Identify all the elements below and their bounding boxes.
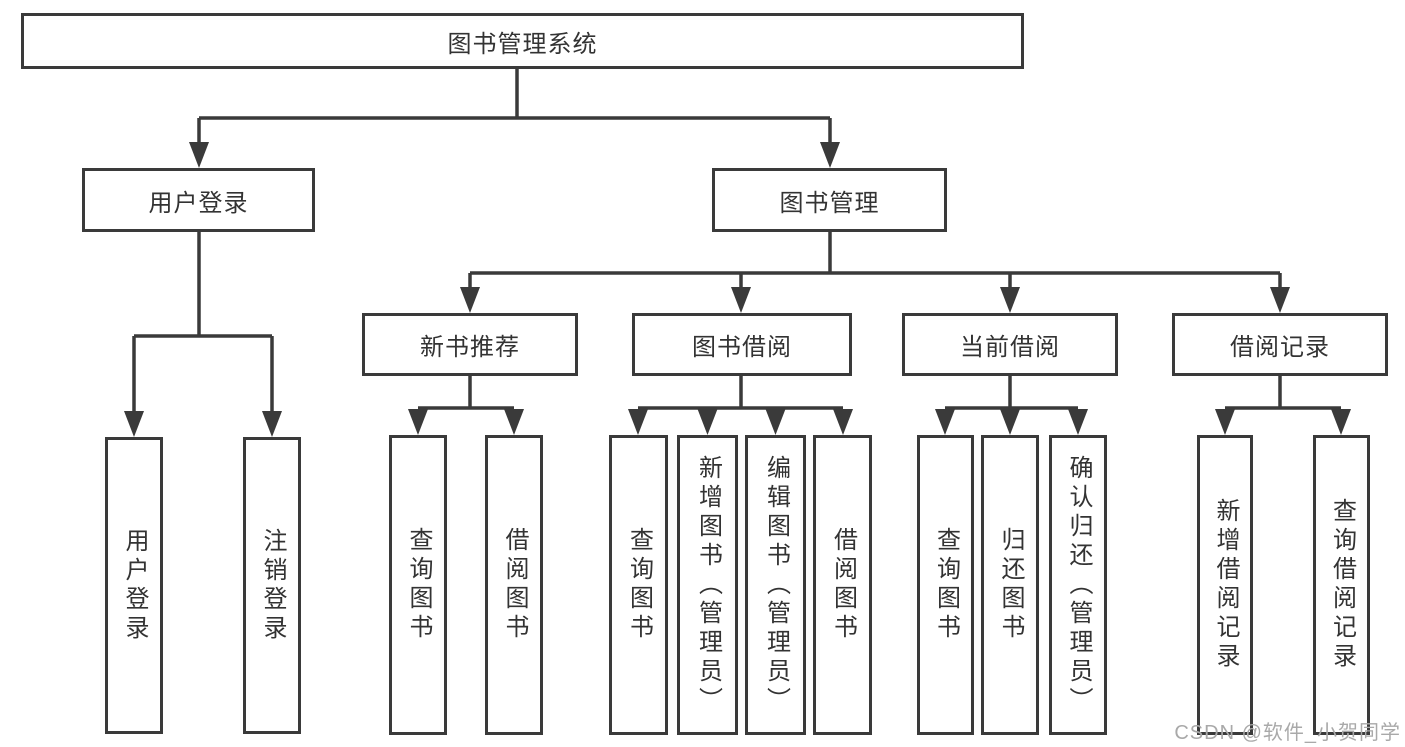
leaf-query-borrow-record: 查询借阅记录	[1313, 435, 1370, 735]
leaf-user-login-label: 用户登录	[121, 527, 148, 644]
leaf-borrow-books-recommend: 借阅图书	[485, 435, 543, 735]
leaf-borrow-books-label: 借阅图书	[829, 527, 857, 643]
leaf-logout-label: 注销登录	[259, 527, 286, 644]
connector-newbooks-to-leaves	[408, 376, 524, 435]
leaf-query-books-current: 查询图书	[917, 435, 974, 735]
leaf-borrow-books-recommend-label: 借阅图书	[501, 527, 528, 643]
leaf-query-books-recommend: 查询图书	[389, 435, 447, 735]
leaf-confirm-return-admin: 确认归还（管理员）	[1049, 435, 1107, 735]
leaf-edit-books-admin: 编辑图书（管理员）	[745, 435, 806, 735]
leaf-add-books-admin: 新增图书（管理员）	[677, 435, 738, 735]
connector-currentborrow-to-leaves	[935, 376, 1088, 435]
node-borrow-records: 借阅记录	[1172, 313, 1388, 376]
node-new-book-recommend-label: 新书推荐	[420, 334, 520, 361]
connector-bookborrow-to-leaves	[628, 376, 853, 435]
node-book-management-label: 图书管理	[779, 189, 880, 217]
node-current-borrow-label: 当前借阅	[960, 334, 1060, 361]
connector-root-to-level2	[189, 69, 840, 168]
watermark: CSDN @软件_小贺同学	[1174, 722, 1401, 744]
leaf-borrow-books: 借阅图书	[813, 435, 872, 735]
leaf-query-books-current-label: 查询图书	[932, 527, 960, 643]
leaf-query-books-borrow-label: 查询图书	[625, 527, 653, 643]
leaf-edit-books-admin-label: 编辑图书（管理员）	[762, 454, 790, 716]
node-root-label: 图书管理系统	[447, 30, 598, 58]
leaf-add-books-admin-label: 新增图书（管理员）	[694, 454, 722, 716]
node-book-borrow: 图书借阅	[632, 313, 852, 376]
node-user-login-label: 用户登录	[148, 189, 249, 217]
leaf-user-login: 用户登录	[105, 437, 163, 734]
node-root: 图书管理系统	[21, 13, 1024, 69]
connector-bookmgmt-to-level3	[460, 232, 1290, 313]
leaf-logout: 注销登录	[243, 437, 301, 734]
leaf-query-borrow-record-label: 查询借阅记录	[1328, 498, 1356, 672]
leaf-query-books-borrow: 查询图书	[609, 435, 668, 735]
node-book-borrow-label: 图书借阅	[692, 334, 792, 361]
leaf-return-books: 归还图书	[981, 435, 1039, 735]
leaf-add-borrow-record-label: 新增借阅记录	[1212, 498, 1239, 672]
connector-userlogin-to-leaves	[124, 232, 282, 437]
connector-records-to-leaves	[1215, 376, 1351, 435]
node-borrow-records-label: 借阅记录	[1230, 334, 1330, 361]
node-new-book-recommend: 新书推荐	[362, 313, 578, 376]
node-user-login: 用户登录	[82, 168, 315, 232]
node-book-management: 图书管理	[712, 168, 947, 232]
leaf-query-books-recommend-label: 查询图书	[405, 527, 432, 643]
node-current-borrow: 当前借阅	[902, 313, 1118, 376]
leaf-confirm-return-admin-label: 确认归还（管理员）	[1065, 454, 1092, 716]
leaf-return-books-label: 归还图书	[997, 527, 1024, 643]
leaf-add-borrow-record: 新增借阅记录	[1197, 435, 1253, 735]
